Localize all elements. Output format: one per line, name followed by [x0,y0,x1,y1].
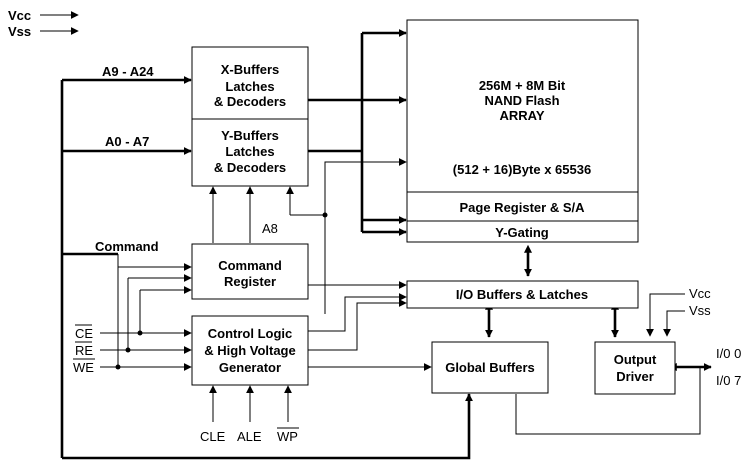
svg-text:NAND Flash: NAND Flash [484,93,559,108]
svg-text:Output: Output [614,352,657,367]
ctl-to-io-line [308,293,407,332]
vcc-legend-label: Vcc [8,8,31,23]
svg-text:X-Buffers: X-Buffers [221,62,280,77]
svg-text:Control Logic: Control Logic [208,326,293,341]
x-buffers-line-2: Latches [225,79,274,94]
driver-vcc-line [646,293,685,337]
svg-text:(512 + 16)Byte x 65536: (512 + 16)Byte x 65536 [453,162,591,177]
svg-text:Page Register & S/A: Page Register & S/A [460,200,586,215]
page-register-label: Page Register & S/A [460,200,586,215]
we-label: WE [73,360,94,375]
global-to-io-line [515,367,701,435]
re-label: RE [75,343,93,358]
a8-label: A8 [262,221,278,236]
array-line-1: 256M + 8M Bit [479,78,566,93]
y-buffers-block: Y-Buffers Latches & Decoders [191,118,309,187]
x-buffers-block: X-Buffers Latches & Decoders [191,46,309,120]
io-buffers-block: I/O Buffers & Latches [406,280,639,309]
global-buffers-label: Global Buffers [445,360,535,375]
cle-label: CLE [200,429,226,444]
y-gating-label: Y-Gating [495,225,549,240]
svg-text:& Decoders: & Decoders [214,94,286,109]
ce-label: CE [75,326,93,341]
svg-text:& High Voltage: & High Voltage [204,343,295,358]
svg-text:ARRAY: ARRAY [499,108,544,123]
array-organization: (512 + 16)Byte x 65536 [453,162,591,177]
svg-text:256M + 8M Bit: 256M + 8M Bit [479,78,566,93]
lower-address-label: A0 - A7 [105,134,149,149]
x-buffers-line-3: & Decoders [214,94,286,109]
output-driver-block: Output Driver [594,341,676,395]
svg-text:Generator: Generator [219,360,281,375]
io0-label: I/0 0 [716,346,741,361]
y-buffers-line-3: & Decoders [214,160,286,175]
control-logic-line-2: & High Voltage [204,343,295,358]
array-line-3: ARRAY [499,108,544,123]
global-buffers-block: Global Buffers [431,341,549,394]
svg-text:Latches: Latches [225,79,274,94]
svg-text:Y-Gating: Y-Gating [495,225,549,240]
x-buffers-line-1: X-Buffers [221,62,280,77]
command-register-block: Command Register [191,243,309,300]
command-register-line-1: Command [218,258,282,273]
vss-legend-label: Vss [8,24,31,39]
svg-text:Register: Register [224,274,276,289]
upper-address-label: A9 - A24 [102,64,154,79]
svg-text:I/O Buffers & Latches: I/O Buffers & Latches [456,287,588,302]
bus-to-global-buffers [62,393,473,460]
svg-text:Driver: Driver [616,369,654,384]
array-line-2: NAND Flash [484,93,559,108]
ale-label: ALE [237,429,262,444]
io-buffers-label: I/O Buffers & Latches [456,287,588,302]
driver-vss-line [663,310,685,337]
a8-to-array-line [324,158,407,215]
svg-text:Global Buffers: Global Buffers [445,360,535,375]
command-register-line-2: Register [224,274,276,289]
io7-label: I/0 7 [716,373,741,388]
command-bus-label: Command [95,239,159,254]
wp-label: WP [277,429,298,444]
y-buffers-line-2: Latches [225,144,274,159]
control-logic-line-1: Control Logic [208,326,293,341]
driver-vcc-label: Vcc [689,286,711,301]
control-logic-block: Control Logic & High Voltage Generator [191,315,309,386]
svg-text:& Decoders: & Decoders [214,160,286,175]
ctl-to-io-line-2 [308,299,407,351]
y-buffers-line-1: Y-Buffers [221,128,279,143]
driver-vss-label: Vss [689,303,711,318]
output-driver-line-2: Driver [616,369,654,384]
control-logic-line-3: Generator [219,360,281,375]
output-driver-line-1: Output [614,352,657,367]
nand-flash-array-block: 256M + 8M Bit NAND Flash ARRAY (512 + 16… [406,19,639,243]
svg-text:Command: Command [218,258,282,273]
svg-text:Y-Buffers: Y-Buffers [221,128,279,143]
svg-text:Latches: Latches [225,144,274,159]
